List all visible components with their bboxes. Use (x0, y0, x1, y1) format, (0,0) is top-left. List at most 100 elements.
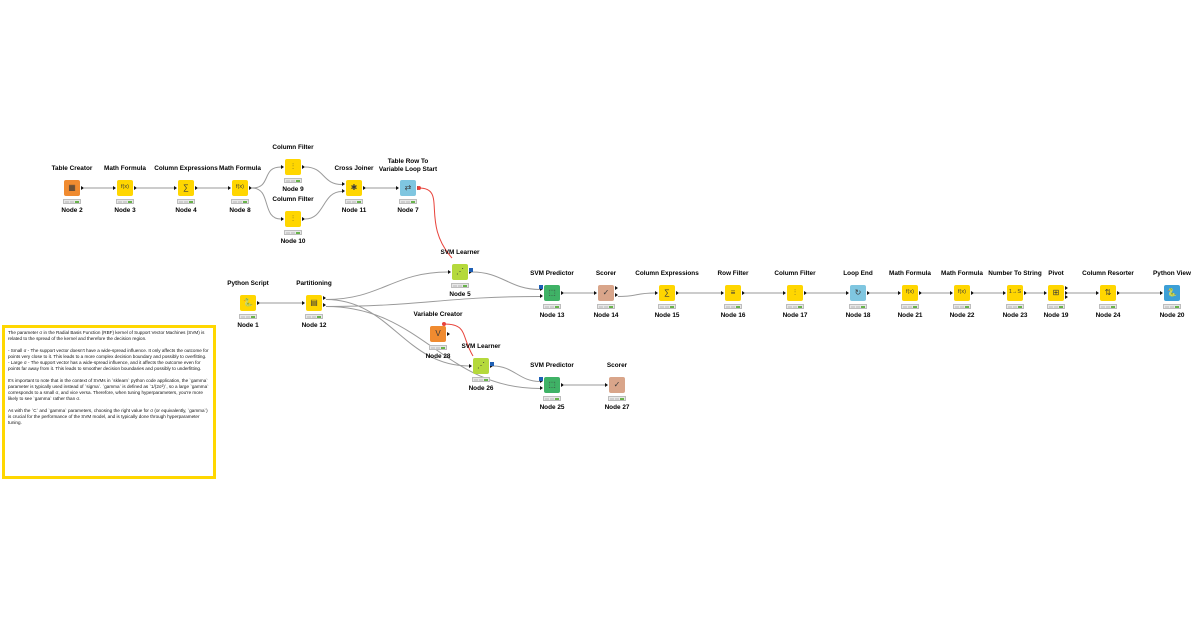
input-port[interactable] (540, 287, 543, 291)
node-10[interactable]: Column Filter⫶Node 10 (253, 187, 333, 267)
input-port[interactable] (342, 189, 345, 193)
node-20[interactable]: Python View🐍Node 20 (1132, 261, 1200, 341)
node-13[interactable]: SVM Predictor⬚Node 13 (512, 261, 592, 341)
output-port[interactable] (257, 300, 260, 305)
node-19[interactable]: Pivot⊞Node 19 (1016, 261, 1096, 341)
input-port[interactable] (281, 164, 284, 169)
output-port[interactable] (1117, 290, 1120, 295)
connection-n12-n5[interactable] (325, 271, 449, 300)
node-17[interactable]: Column Filter⫶Node 17 (755, 261, 835, 341)
output-port[interactable] (742, 290, 745, 295)
output-port[interactable] (971, 290, 974, 295)
node-5[interactable]: SVM Learner⋰Node 5 (420, 240, 500, 320)
input-port[interactable] (898, 290, 901, 295)
input-port[interactable] (540, 294, 543, 298)
output-port[interactable] (302, 216, 305, 221)
connection-n10-n11[interactable] (304, 191, 343, 220)
node-11[interactable]: Cross Joiner✱Node 11 (314, 156, 394, 236)
output-port[interactable] (615, 293, 618, 297)
output-port[interactable] (249, 185, 252, 190)
input-port[interactable] (846, 290, 849, 295)
output-port[interactable] (1065, 295, 1068, 299)
node-27[interactable]: Scorer✓Node 27 (577, 353, 657, 433)
node-18[interactable]: Loop End↻Node 18 (818, 261, 898, 341)
workflow-annotation[interactable]: The parameter σ in the Radial Basis Func… (2, 325, 216, 479)
node-12[interactable]: Partitioning▤Node 12 (274, 271, 354, 351)
output-port[interactable] (134, 185, 137, 190)
output-port[interactable] (561, 382, 564, 387)
output-port[interactable] (1024, 290, 1027, 295)
input-port[interactable] (540, 379, 543, 383)
input-port[interactable] (113, 185, 116, 190)
input-port[interactable] (448, 269, 451, 274)
output-port[interactable] (919, 290, 922, 295)
output-port[interactable] (615, 286, 618, 290)
variable-port[interactable] (442, 322, 446, 326)
input-port[interactable] (594, 290, 597, 295)
output-port[interactable] (676, 290, 679, 295)
output-port[interactable] (1065, 286, 1068, 290)
input-port[interactable] (783, 290, 786, 295)
model-port[interactable] (490, 362, 494, 366)
output-port[interactable] (81, 185, 84, 190)
node-24[interactable]: Column Resorter⇅Node 24 (1068, 261, 1148, 341)
output-port[interactable] (1065, 290, 1068, 295)
node-15[interactable]: Column Expressions∑Node 15 (627, 261, 707, 341)
annotation-paragraph-1: The parameter σ in the Radial Basis Func… (8, 330, 205, 341)
node-2[interactable]: Table Creator▦Node 2 (32, 156, 112, 236)
input-port[interactable] (655, 290, 658, 295)
input-port[interactable] (228, 185, 231, 190)
connection-n8-n9[interactable] (251, 166, 282, 189)
connection-n26-n25[interactable] (492, 365, 541, 382)
input-port[interactable] (469, 363, 472, 368)
input-port[interactable] (396, 185, 399, 190)
node-4[interactable]: Column Expressions∑Node 4 (146, 156, 226, 236)
output-port[interactable] (804, 290, 807, 295)
output-port[interactable] (363, 185, 366, 190)
input-port[interactable] (605, 382, 608, 387)
variable-connection-n7-n5[interactable] (418, 187, 453, 259)
output-port[interactable] (323, 303, 326, 307)
input-port[interactable] (950, 290, 953, 295)
input-port[interactable] (721, 290, 724, 295)
variable-port[interactable] (417, 186, 421, 190)
connection-n5-n13[interactable] (471, 271, 541, 290)
input-port[interactable] (540, 386, 543, 390)
model-port[interactable] (539, 285, 543, 289)
input-port[interactable] (1003, 290, 1006, 295)
model-port[interactable] (469, 268, 473, 272)
connection-n12-n26[interactable] (325, 299, 470, 367)
node-16[interactable]: Row Filter≡Node 16 (693, 261, 773, 341)
node-7[interactable]: Table Row To Variable Loop Start⇄Node 7 (368, 156, 448, 236)
variable-connection-n28-n26[interactable] (443, 323, 474, 357)
input-port[interactable] (1044, 290, 1047, 295)
connection-n8-n10[interactable] (251, 187, 282, 220)
node-1[interactable]: Python Script🐍Node 1 (208, 271, 288, 351)
output-port[interactable] (867, 290, 870, 295)
node-25[interactable]: SVM Predictor⬚Node 25 (512, 353, 592, 433)
connection-n9-n11[interactable] (304, 166, 343, 185)
input-port[interactable] (342, 182, 345, 186)
output-port[interactable] (447, 331, 450, 336)
input-port[interactable] (1096, 290, 1099, 295)
input-port[interactable] (1160, 290, 1163, 295)
input-port[interactable] (302, 300, 305, 305)
connection-n14-n15[interactable] (617, 292, 656, 297)
input-port[interactable] (281, 216, 284, 221)
node-14[interactable]: Scorer✓Node 14 (566, 261, 646, 341)
output-port[interactable] (561, 290, 564, 295)
input-port[interactable] (174, 185, 177, 190)
model-port[interactable] (539, 377, 543, 381)
output-port[interactable] (302, 164, 305, 169)
output-port[interactable] (195, 185, 198, 190)
node-9[interactable]: Column Filter⫶Node 9 (253, 135, 333, 215)
node-26[interactable]: SVM Learner⋰Node 26 (441, 334, 521, 414)
output-port[interactable] (323, 296, 326, 300)
